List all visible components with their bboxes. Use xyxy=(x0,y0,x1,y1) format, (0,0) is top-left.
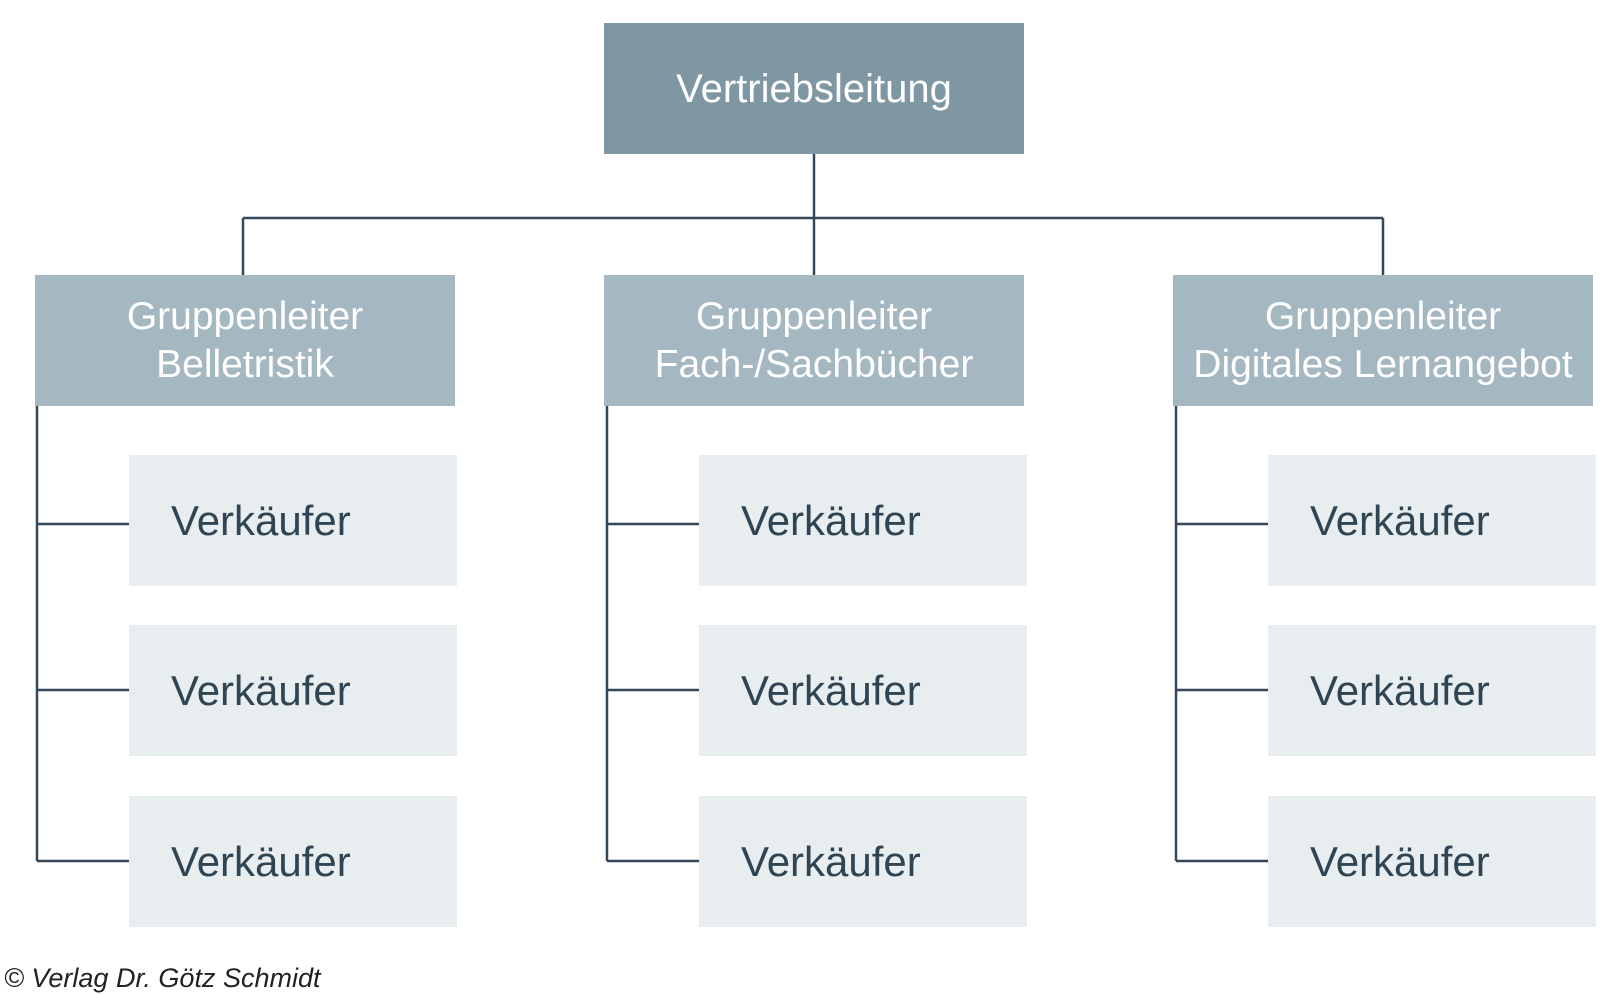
seller-label: Verkäufer xyxy=(741,496,921,544)
seller-box: Verkäufer xyxy=(129,796,457,927)
seller-label: Verkäufer xyxy=(171,837,351,885)
group-label-line1: Gruppenleiter xyxy=(695,294,933,338)
seller-label: Verkäufer xyxy=(741,837,921,885)
group-label-line1: Gruppenleiter xyxy=(1264,294,1502,338)
group-box-fach-sachbuecher: Gruppenleiter Fach-/Sachbücher xyxy=(604,275,1024,406)
seller-label: Verkäufer xyxy=(171,666,351,714)
seller-box: Verkäufer xyxy=(699,455,1027,586)
seller-label: Verkäufer xyxy=(741,666,921,714)
seller-box: Verkäufer xyxy=(129,455,457,586)
seller-box: Verkäufer xyxy=(129,625,457,756)
group-label-line1: Gruppenleiter xyxy=(126,294,364,338)
seller-box: Verkäufer xyxy=(1268,455,1596,586)
root-label: Vertriebsleitung xyxy=(676,66,952,111)
seller-label: Verkäufer xyxy=(1310,837,1490,885)
group-box-belletristik: Gruppenleiter Belletristik xyxy=(35,275,455,406)
group-label-line2: Belletristik xyxy=(156,342,334,386)
seller-box: Verkäufer xyxy=(1268,796,1596,927)
group-label-line2: Digitales Lernangebot xyxy=(1193,342,1573,386)
copyright-notice: © Verlag Dr. Götz Schmidt xyxy=(4,963,321,993)
seller-box: Verkäufer xyxy=(1268,625,1596,756)
seller-label: Verkäufer xyxy=(171,496,351,544)
seller-box: Verkäufer xyxy=(699,625,1027,756)
seller-box: Verkäufer xyxy=(699,796,1027,927)
seller-label: Verkäufer xyxy=(1310,496,1490,544)
group-label-line2: Fach-/Sachbücher xyxy=(654,342,974,386)
root-box: Vertriebsleitung xyxy=(604,23,1024,154)
group-box-digitales-lernangebot: Gruppenleiter Digitales Lernangebot xyxy=(1173,275,1593,406)
seller-label: Verkäufer xyxy=(1310,666,1490,714)
